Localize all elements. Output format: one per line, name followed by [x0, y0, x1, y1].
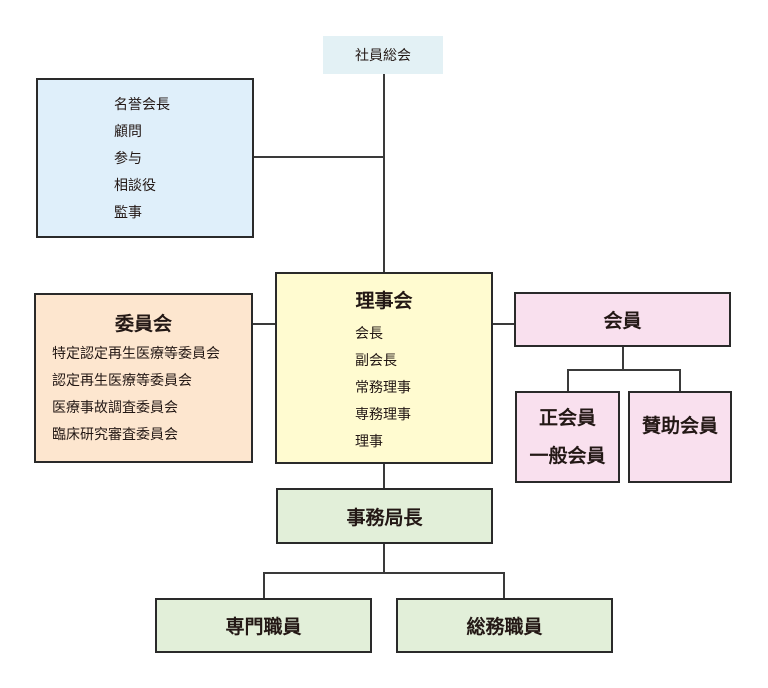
general-affairs-staff-label: 総務職員	[466, 616, 543, 638]
committee-item: 臨床研究審査委員会	[52, 427, 178, 443]
connector-regular	[567, 369, 569, 391]
advisor-item: 監事	[114, 205, 142, 221]
board-box: 理事会 会長 副会長 常務理事 専務理事 理事	[275, 272, 493, 464]
connector-members	[493, 323, 514, 325]
committee-item: 医療事故調査委員会	[52, 400, 178, 416]
advisor-item: 顧問	[114, 124, 142, 140]
supporting-members-box: 賛助会員	[628, 391, 732, 483]
advisors-box: 名誉会長 顧問 参与 相談役 監事	[36, 78, 254, 238]
board-roles-list: 会長 副会長 常務理事 専務理事 理事	[355, 321, 411, 456]
general-meeting-box: 社員総会	[323, 36, 443, 74]
supporting-member-label: 賛助会員	[641, 415, 718, 437]
director-label: 事務局長	[346, 506, 423, 529]
board-role: 常務理事	[355, 380, 411, 396]
board-role: 会長	[355, 326, 383, 342]
members-box: 会員	[514, 292, 731, 347]
connector-board-to-director	[383, 464, 385, 488]
board-title: 理事会	[355, 290, 413, 312]
advisor-item: 参与	[114, 151, 142, 167]
committee-item: 認定再生医療等委員会	[52, 373, 192, 389]
connector-director-stem	[383, 544, 385, 573]
connector-general-to-board	[383, 74, 385, 272]
regular-members-box: 正会員 一般会員	[515, 391, 620, 483]
advisor-item: 名誉会長	[114, 97, 170, 113]
general-meeting-label: 社員総会	[355, 48, 411, 64]
connector-general-staff	[503, 572, 505, 598]
advisors-list: 名誉会長 顧問 参与 相談役 監事	[114, 92, 170, 227]
connector-members-stem	[622, 347, 624, 370]
connector-committee	[253, 323, 275, 325]
committee-item: 特定認定再生医療等委員会	[52, 346, 220, 362]
connector-specialist	[263, 572, 265, 598]
board-role: 理事	[355, 434, 383, 450]
regular-member-label: 正会員	[538, 407, 596, 429]
specialist-staff-box: 専門職員	[155, 598, 372, 653]
connector-supporting	[679, 369, 681, 391]
specialist-staff-label: 専門職員	[225, 616, 302, 638]
committee-box: 委員会 特定認定再生医療等委員会 認定再生医療等委員会 医療事故調査委員会 臨床…	[34, 293, 253, 463]
committee-list: 特定認定再生医療等委員会 認定再生医療等委員会 医療事故調査委員会 臨床研究審査…	[52, 341, 220, 449]
connector-members-branch	[567, 369, 681, 371]
secretariat-director-box: 事務局長	[276, 488, 493, 544]
advisor-item: 相談役	[114, 178, 156, 194]
board-role: 専務理事	[355, 407, 411, 423]
general-member-label: 一般会員	[529, 445, 606, 467]
connector-advisors	[254, 156, 384, 158]
committee-title: 委員会	[114, 313, 172, 335]
board-role: 副会長	[355, 353, 397, 369]
members-title: 会員	[603, 310, 642, 332]
connector-staff-branch	[263, 572, 505, 574]
general-affairs-staff-box: 総務職員	[396, 598, 613, 653]
